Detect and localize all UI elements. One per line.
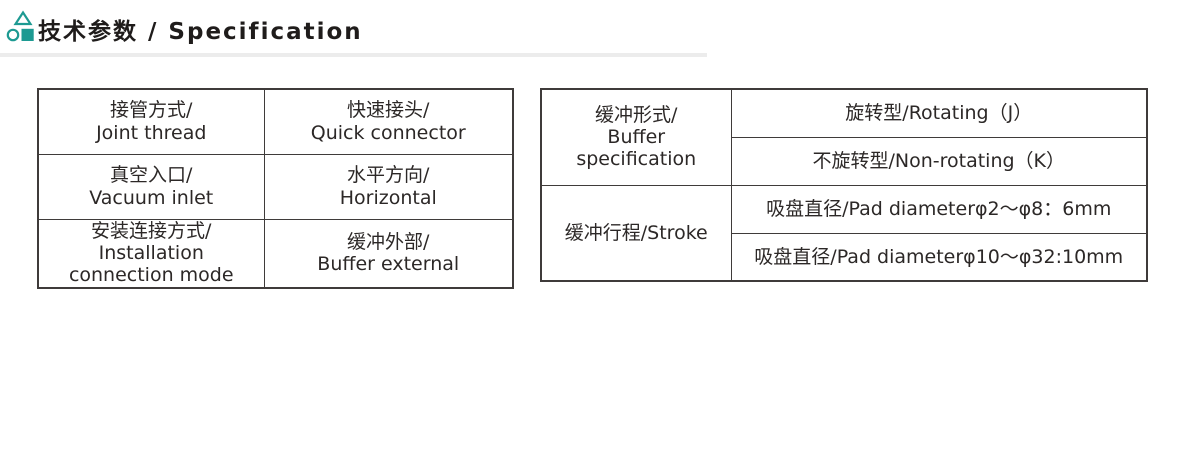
header-divider [0, 53, 707, 57]
triangle-circle-square-icon [6, 10, 34, 42]
table-row: 真空入口/ Vacuum inlet 水平方向/ Horizontal [37, 153, 514, 220]
left-table-row3-label: 安装连接方式/ Installation connection mode [37, 218, 265, 289]
left-table-row1-label: 接管方式/ Joint thread [37, 88, 265, 155]
table-row: 接管方式/ Joint thread 快速接头/ Quick connector [37, 88, 514, 155]
buffer-stroke-value-small-pads: 吸盘直径/Pad diameterφ2～φ8：6mm [730, 184, 1148, 234]
buffer-stroke-value-large-pads: 吸盘直径/Pad diameterφ10～φ32:10mm [730, 232, 1148, 282]
page-title: 技术参数 / Specification [38, 19, 363, 45]
left-table-row2-label: 真空入口/ Vacuum inlet [37, 153, 265, 220]
table-row: 缓冲行程/Stroke 吸盘直径/Pad diameterφ2～φ8：6mm [540, 184, 1148, 282]
left-table-row2-value: 水平方向/ Horizontal [263, 153, 514, 220]
table-row: 安装连接方式/ Installation connection mode 缓冲外… [37, 218, 514, 289]
buffer-specification-value-non-rotating: 不旋转型/Non-rotating（K） [730, 136, 1148, 186]
table-row: 缓冲形式/ Buffer specification 旋转型/Rotating（… [540, 88, 1148, 186]
spec-table-right: 缓冲形式/ Buffer specification 旋转型/Rotating（… [540, 88, 1148, 282]
left-table-row1-value: 快速接头/ Quick connector [263, 88, 514, 155]
left-table-row3-value: 缓冲外部/ Buffer external [263, 218, 514, 289]
buffer-specification-label: 缓冲形式/ Buffer specification [540, 88, 732, 186]
buffer-stroke-label: 缓冲行程/Stroke [540, 184, 732, 282]
table-row: 不旋转型/Non-rotating（K） [541, 136, 1148, 186]
table-row: 吸盘直径/Pad diameterφ10～φ32:10mm [541, 232, 1148, 282]
buffer-specification-value-rotating: 旋转型/Rotating（J） [730, 88, 1148, 138]
spec-table-left: 接管方式/ Joint thread 快速接头/ Quick connector… [37, 88, 514, 289]
